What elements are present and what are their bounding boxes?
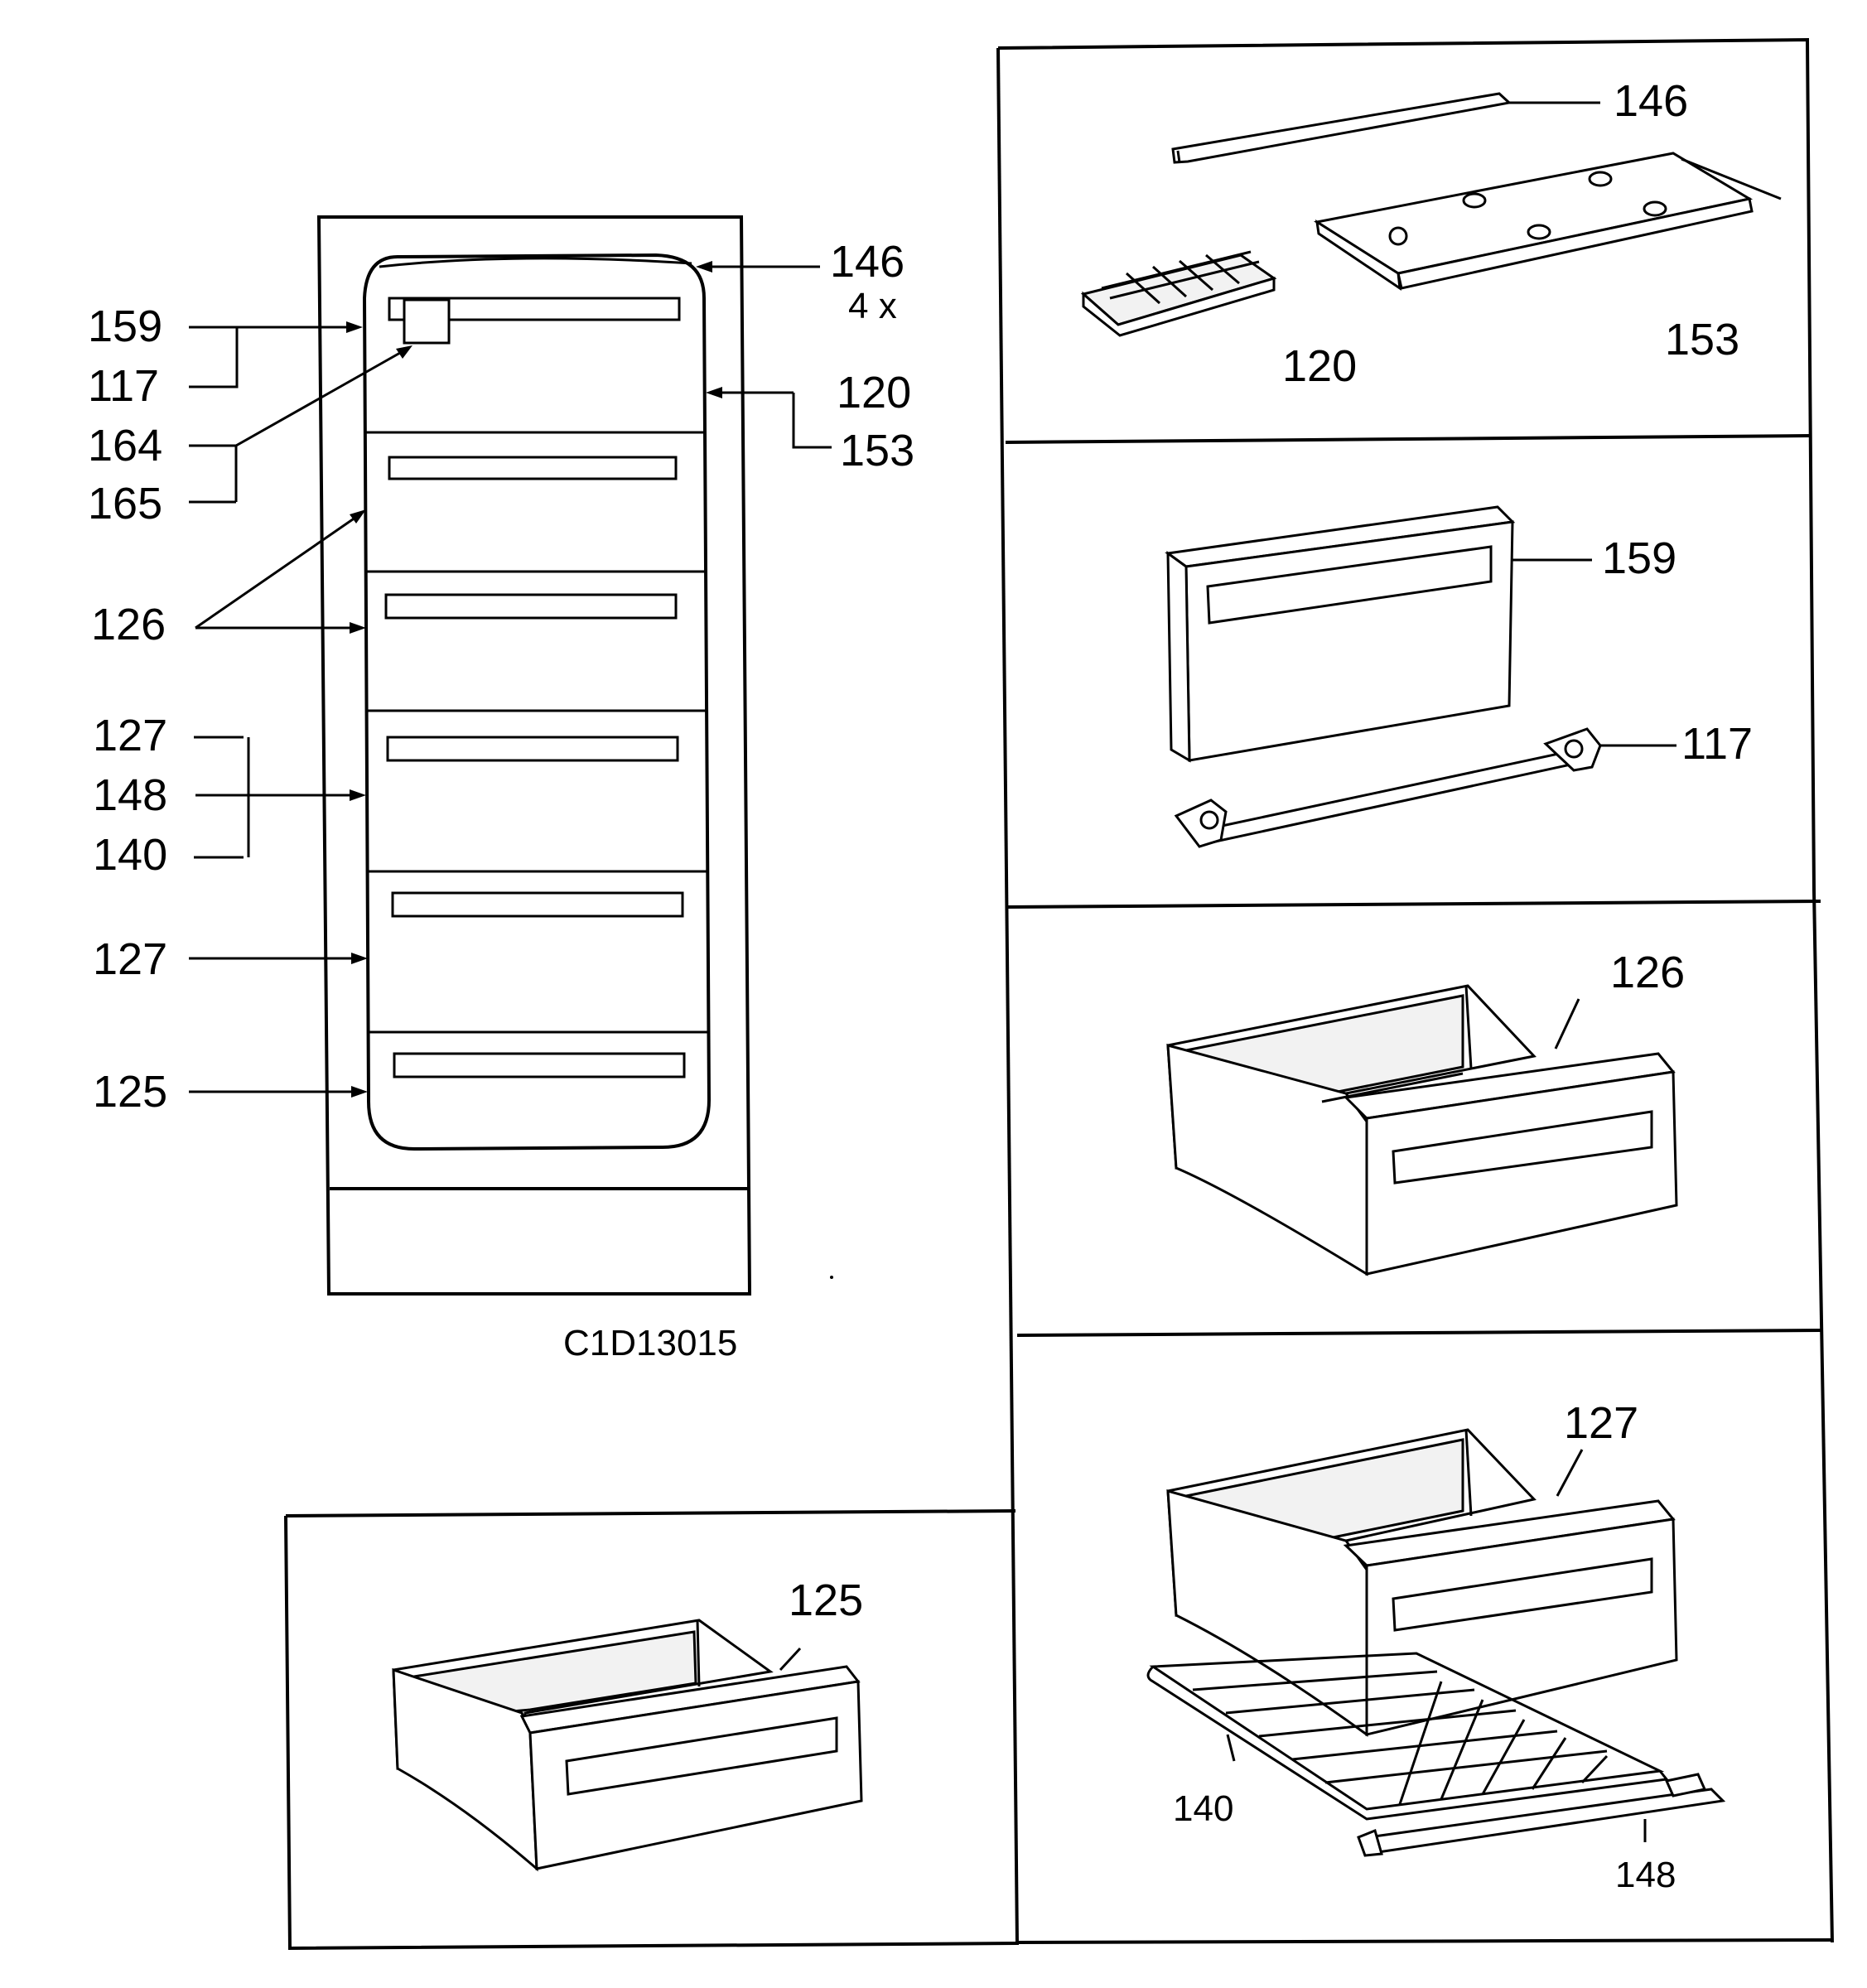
label-148: 148 [93,770,167,820]
label-120: 120 [837,368,911,417]
label-153: 153 [1665,315,1739,364]
leader-lines-left [189,321,412,1098]
handle-drawer-2 [384,593,678,620]
label-126: 126 [91,600,166,649]
panel-frames [284,37,1834,1951]
label-125: 125 [93,1067,167,1117]
inner-liner [362,253,712,1151]
freezer-flap-159 [1165,505,1516,763]
label-127-lower: 127 [93,934,167,984]
label-148: 148 [1615,1855,1676,1895]
leader-lines-right [696,261,832,449]
label-146: 146 [830,237,905,287]
label-117: 117 [1681,719,1753,769]
diagram-code: C1D13015 [563,1323,737,1363]
label-117: 117 [88,361,159,411]
shelf-grid-140 [1146,1652,1669,1821]
guide-rail-146 [1171,92,1512,164]
panel-icetray: 146 120 153 [1080,76,1782,391]
label-165: 165 [88,479,162,528]
panel-drawer125: 125 [392,1575,863,1872]
ice-tray-120 [1080,250,1277,337]
label-164: 164 [88,421,162,470]
rail-148 [1357,1773,1726,1857]
label-127-upper: 127 [93,711,167,760]
label-140: 140 [93,830,167,880]
top-rim [379,257,692,268]
handle-drawer-4 [391,891,684,918]
cold-pack-153 [1314,152,1782,292]
handle-drawer-5 [393,1052,686,1078]
cabinet-outline [316,215,752,1296]
label-159: 159 [1602,533,1676,583]
freezer-overview: 159 117 164 165 126 127 148 140 127 125 … [88,215,914,1363]
label-126: 126 [1610,948,1685,997]
label-146: 146 [1614,76,1688,126]
label-153: 153 [840,426,914,475]
panel-drawer126: 126 [1166,948,1685,1276]
drawer-127 [1166,1428,1678,1737]
label-159: 159 [88,302,162,351]
thermostat-knob-box [403,298,451,345]
hinge-rail-117 [1174,727,1602,848]
handle-drawer-1 [388,456,678,480]
label-127: 127 [1564,1398,1638,1448]
handle-drawer-3 [386,736,679,762]
label-140: 140 [1173,1788,1233,1829]
handle-top-compartment [388,297,681,321]
label-120: 120 [1282,341,1357,391]
label-125: 125 [789,1575,863,1625]
panel-flap: 159 117 [1165,505,1753,848]
stray-dot [830,1276,833,1279]
drawer-125 [392,1619,863,1872]
label-4x: 4 x [848,286,897,326]
panel-drawer127: 127 140 148 [1146,1398,1726,1895]
drawer-126 [1166,984,1678,1276]
